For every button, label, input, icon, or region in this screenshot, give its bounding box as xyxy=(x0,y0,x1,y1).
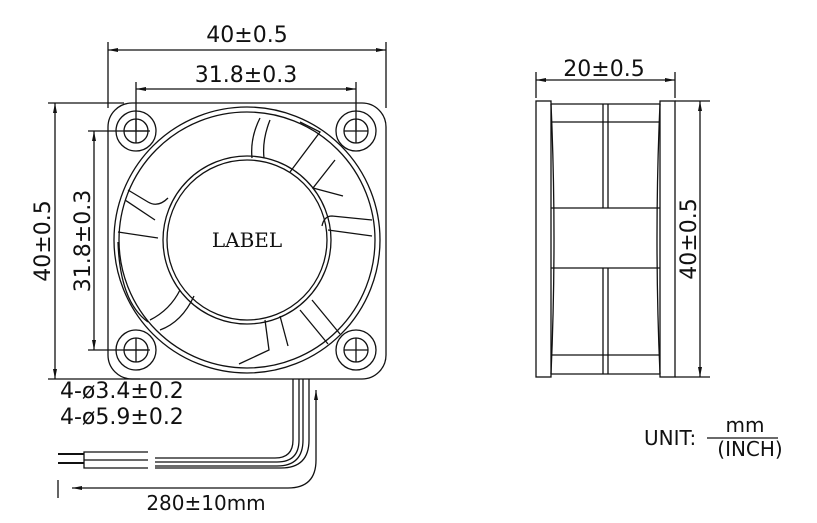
mounting-holes xyxy=(115,110,377,371)
side-view: 20±0.5 40±0.5 xyxy=(535,57,710,378)
unit-secondary: (INCH) xyxy=(717,437,782,461)
hole-spacing-horizontal-dimension: 31.8±0.3 xyxy=(195,63,297,88)
lead-length-dimension: 280±10mm xyxy=(146,491,265,515)
unit-note: UNIT: mm (INCH) xyxy=(644,413,783,461)
hole-note-2: 4-ø5.9±0.2 xyxy=(60,405,184,430)
hole-note-1: 4-ø3.4±0.2 xyxy=(60,379,184,404)
width-dimension: 40±0.5 xyxy=(206,23,287,48)
side-height-dimension: 40±0.5 xyxy=(677,198,702,279)
hole-spacing-vertical-dimension: 31.8±0.3 xyxy=(71,190,96,292)
front-view: 40±0.5 31.8±0.3 40±0.5 31.8±0.3 xyxy=(31,23,387,515)
hub-label: LABEL xyxy=(212,228,282,252)
struts xyxy=(117,117,373,365)
unit-prefix: UNIT: xyxy=(644,426,696,450)
unit-primary: mm xyxy=(726,413,765,437)
depth-dimension: 20±0.5 xyxy=(563,57,644,82)
height-dimension: 40±0.5 xyxy=(31,200,56,281)
lead-wires xyxy=(58,379,310,469)
